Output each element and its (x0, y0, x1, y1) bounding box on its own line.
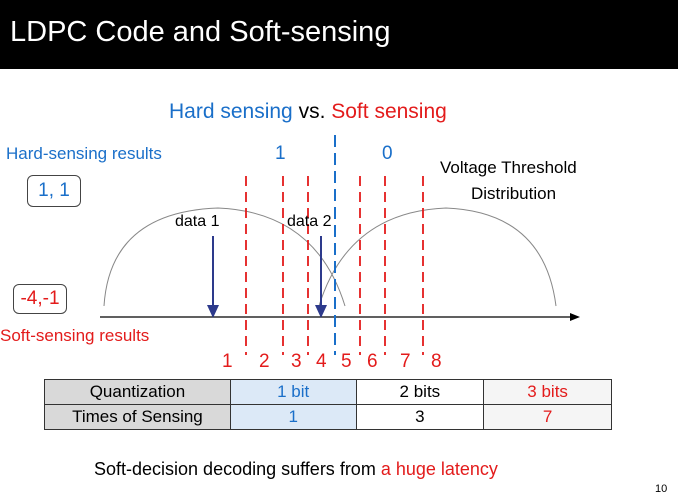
data1-label: data 1 (175, 213, 220, 230)
row-header: Quantization (44, 379, 231, 405)
distribution-label-line2: Distribution (471, 184, 557, 203)
subtitle-soft: Soft sensing (331, 100, 447, 123)
soft-result-box: -4,-1 (13, 284, 67, 314)
soft-result-value: -4,-1 (20, 288, 60, 309)
bit-zero-label: 0 (382, 143, 393, 164)
title-bar: LDPC Code and Soft-sensing (0, 0, 678, 69)
slide-title: LDPC Code and Soft-sensing (10, 16, 391, 48)
region-number: 8 (431, 351, 442, 372)
footer-text: Soft-decision decoding suffers from a hu… (94, 459, 498, 480)
subtitle-hard: Hard sensing (169, 100, 293, 123)
table-cell: 1 bit (229, 379, 357, 405)
data2-label: data 2 (287, 213, 332, 230)
table-row: Times of Sensing 1 3 7 (44, 404, 612, 430)
hard-sensing-label: Hard-sensing results (6, 144, 162, 163)
footer-part1: Soft-decision decoding suffers from (94, 459, 381, 479)
quantization-table: Quantization 1 bit 2 bits 3 bits Times o… (44, 379, 612, 430)
bit-one-label: 1 (275, 143, 286, 164)
footer-highlight: a huge latency (380, 459, 498, 479)
table-cell: 3 bits (483, 379, 612, 405)
table-cell: 1 (229, 404, 357, 430)
region-number: 6 (367, 351, 378, 372)
soft-sensing-label: Soft-sensing results (0, 326, 150, 345)
axis-arrow-icon (570, 313, 580, 321)
row-header: Times of Sensing (44, 404, 231, 430)
region-number: 5 (341, 351, 352, 372)
distribution-label-line1: Voltage Threshold (440, 158, 577, 177)
distribution-curve-right (318, 207, 557, 307)
table-cell: 2 bits (355, 379, 485, 405)
table-cell: 3 (355, 404, 485, 430)
data1-arrow-icon (207, 305, 219, 318)
data2-arrow-icon (315, 305, 327, 318)
region-number: 7 (400, 351, 411, 372)
hard-result-value: 1, 1 (38, 180, 70, 201)
region-number: 2 (259, 351, 270, 372)
subtitle: Hard sensing vs. Soft sensing (169, 100, 447, 124)
hard-result-box: 1, 1 (27, 175, 81, 207)
region-number: 3 (291, 351, 302, 372)
region-number: 4 (316, 351, 327, 372)
table-row: Quantization 1 bit 2 bits 3 bits (44, 379, 612, 405)
page-number: 10 (655, 483, 668, 495)
subtitle-vs: vs. (292, 100, 332, 123)
table-cell: 7 (483, 404, 612, 430)
region-number: 1 (222, 351, 233, 372)
